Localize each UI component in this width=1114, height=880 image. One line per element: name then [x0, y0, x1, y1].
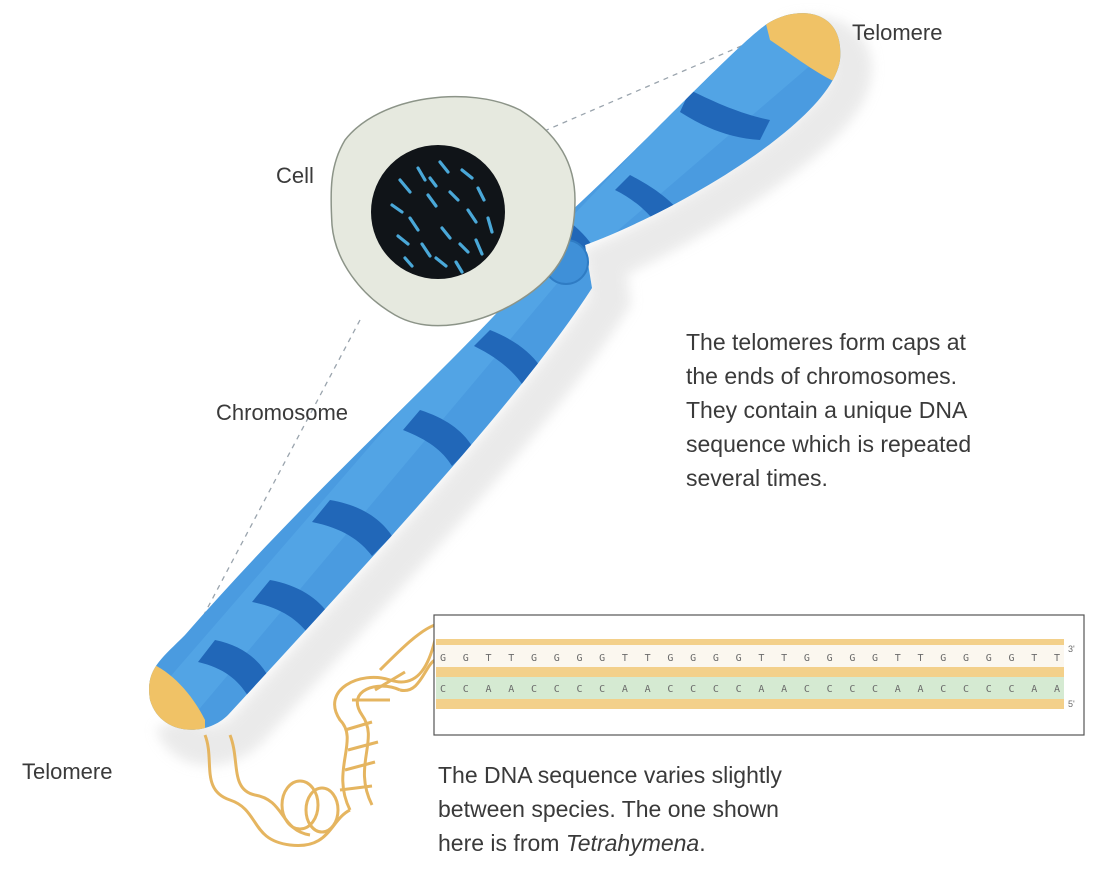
- caption-line: The DNA sequence varies slightly: [438, 758, 782, 792]
- caption-line: between species. The one shown: [438, 792, 782, 826]
- description-line: the ends of chromosomes.: [686, 359, 971, 393]
- top-strand-end-label: 3': [1068, 644, 1075, 654]
- dna-caption: The DNA sequence varies slightly between…: [438, 758, 782, 860]
- description-line: The telomeres form caps at: [686, 325, 971, 359]
- caption-line: here is from Tetrahymena.: [438, 826, 782, 860]
- chromosome-label: Chromosome: [216, 400, 348, 426]
- dna-sequence-box: G G T T G G G G T T G G G G T T G G G G …: [434, 615, 1084, 735]
- top-strand-sequence: G G T T G G G G T T G G G G T T G G G G …: [440, 653, 1060, 664]
- bottom-strand-end-label: 5': [1068, 699, 1075, 709]
- species-name: Tetrahymena: [566, 830, 699, 856]
- telomere-bottom-label: Telomere: [22, 759, 112, 785]
- telomere-top-label: Telomere: [852, 20, 942, 46]
- description-line: several times.: [686, 461, 971, 495]
- description-line: sequence which is repeated: [686, 427, 971, 461]
- caption-suffix: .: [699, 830, 705, 856]
- caption-prefix: here is from: [438, 830, 566, 856]
- bottom-strand-sequence: C C A A C C C C A A C C C C A A C C C C …: [440, 684, 1060, 695]
- cell-label: Cell: [276, 163, 314, 189]
- telomere-description: The telomeres form caps at the ends of c…: [686, 325, 971, 495]
- description-line: They contain a unique DNA: [686, 393, 971, 427]
